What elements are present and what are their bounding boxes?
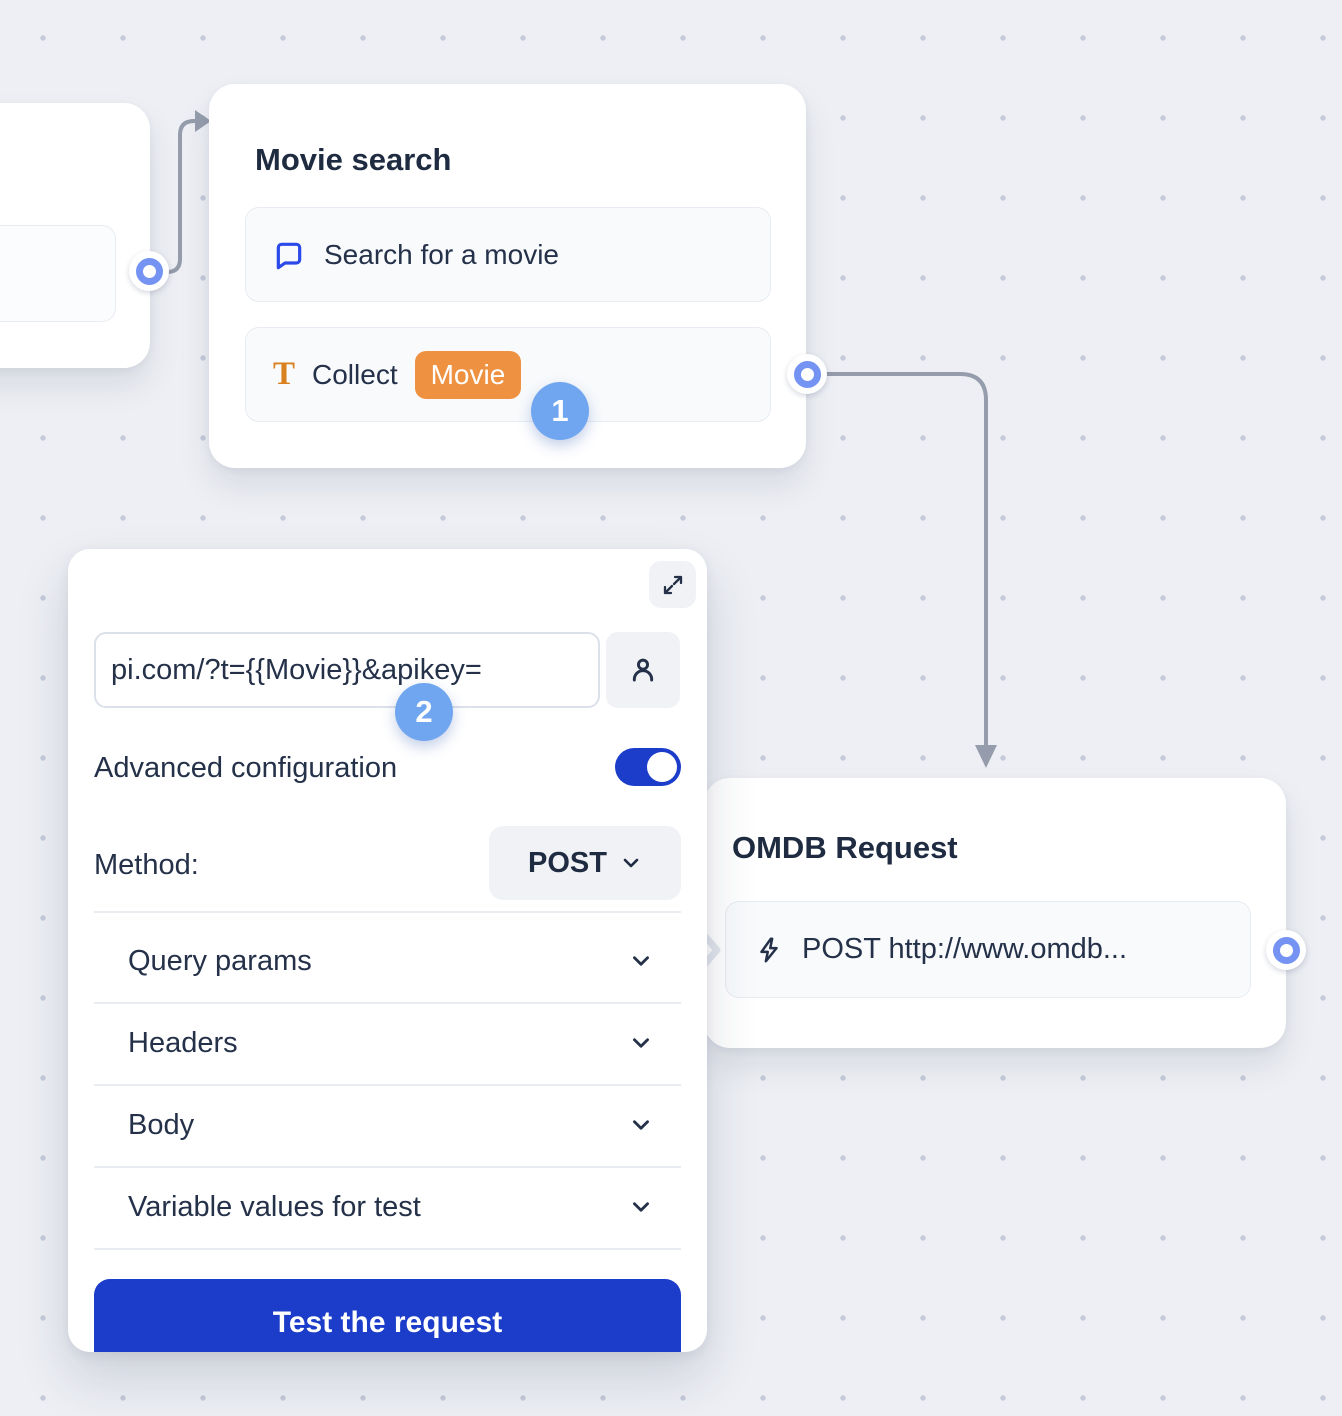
movie-search-node[interactable]: Movie search Search for a movie T Collec… <box>209 84 806 468</box>
webhook-config-panel: 2 Advanced configuration Method: POST Qu… <box>68 549 707 1352</box>
section-label: Headers <box>128 1027 238 1060</box>
test-request-button[interactable]: Test the request <box>94 1279 681 1352</box>
omdb-request-node[interactable]: OMDB Request POST http://www.omdb... <box>704 778 1286 1048</box>
step-badge-2: 2 <box>395 683 453 741</box>
node-title: Movie search <box>255 142 451 178</box>
divider <box>94 911 681 913</box>
advanced-configuration-toggle[interactable] <box>615 748 681 786</box>
item-label: POST http://www.omdb... <box>802 933 1127 966</box>
section-label: Query params <box>128 945 312 978</box>
node-title: OMDB Request <box>732 830 958 866</box>
advanced-configuration-label: Advanced configuration <box>94 752 397 785</box>
chevron-down-icon <box>629 1031 653 1055</box>
chevron-down-icon <box>629 1113 653 1137</box>
expand-button[interactable] <box>649 561 696 608</box>
start-node-item[interactable] <box>0 225 116 322</box>
variable-badge[interactable]: Movie <box>415 351 522 399</box>
method-label: Method: <box>94 849 199 882</box>
chevron-down-icon <box>629 949 653 973</box>
omdb-webhook-item[interactable]: POST http://www.omdb... <box>725 901 1251 998</box>
section-variable-values[interactable]: Variable values for test <box>94 1166 681 1248</box>
toggle-knob <box>647 752 677 782</box>
chevron-down-icon <box>620 852 642 874</box>
expand-icon <box>661 573 685 597</box>
variable-picker-button[interactable] <box>606 632 680 708</box>
item-label: Search for a movie <box>324 239 559 271</box>
text-collect-icon: T <box>273 358 295 391</box>
port-ring <box>136 258 163 285</box>
port-ring <box>794 361 821 388</box>
section-label: Body <box>128 1109 194 1142</box>
divider <box>94 1248 681 1250</box>
movie-search-output-port[interactable] <box>787 354 827 394</box>
lightning-icon <box>754 935 784 965</box>
start-node-card[interactable] <box>0 103 150 368</box>
item-label: Collect <box>312 359 398 391</box>
start-node-output-port[interactable] <box>129 251 169 291</box>
method-value: POST <box>528 847 607 880</box>
chat-bubble-icon <box>273 239 305 271</box>
port-ring <box>1273 937 1300 964</box>
chevron-down-icon <box>629 1195 653 1219</box>
section-query-params[interactable]: Query params <box>94 920 681 1002</box>
url-input[interactable] <box>94 632 600 708</box>
section-label: Variable values for test <box>128 1191 421 1224</box>
method-select[interactable]: POST <box>489 826 681 900</box>
step-badge-1: 1 <box>531 382 589 440</box>
person-icon <box>627 654 659 686</box>
section-headers[interactable]: Headers <box>94 1002 681 1084</box>
movie-search-collect-item[interactable]: T Collect Movie <box>245 327 771 422</box>
movie-search-question-item[interactable]: Search for a movie <box>245 207 771 302</box>
omdb-output-port[interactable] <box>1266 930 1306 970</box>
section-body[interactable]: Body <box>94 1084 681 1166</box>
